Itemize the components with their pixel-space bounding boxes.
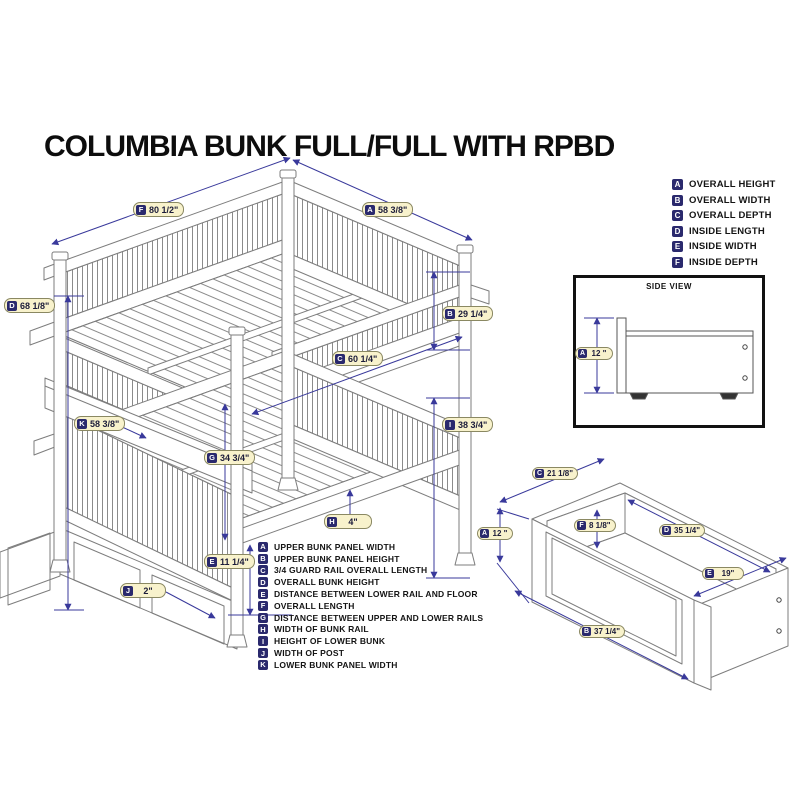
callout-drawer-overall-depth: C 21 1/8" xyxy=(532,467,579,480)
lower-headboard-panel xyxy=(44,377,253,604)
callout-badge: E xyxy=(705,569,714,578)
side-view-box xyxy=(573,275,765,428)
callout-badge: D xyxy=(662,526,671,535)
callout-lower-panel-width: K 58 3/8" xyxy=(74,416,126,431)
callout-badge: H xyxy=(327,516,337,527)
callout-badge: E xyxy=(207,556,217,567)
callout-drawer-overall-width: B 37 1/4" xyxy=(579,625,626,638)
callout-drawer-inside-width: E 19" xyxy=(702,567,744,580)
callout-badge: J xyxy=(123,585,133,596)
callout-bunk-rail-width: H 4" xyxy=(324,514,372,529)
callout-badge: C xyxy=(535,469,544,478)
callout-badge: K xyxy=(77,418,87,429)
callout-drawer-inside-length: D 35 1/4" xyxy=(659,524,706,537)
side-view-title: SIDE VIEW xyxy=(646,282,692,291)
callout-badge: C xyxy=(335,353,345,364)
callout-badge: D xyxy=(7,300,17,311)
callout-badge: A xyxy=(578,349,587,358)
callout-sideview-height: A 12 " xyxy=(575,347,613,360)
callout-badge: G xyxy=(207,452,217,463)
callout-badge: B xyxy=(445,308,455,319)
callout-lower-bunk-height: I 38 3/4" xyxy=(442,417,494,432)
callout-badge: F xyxy=(136,204,146,215)
callout-rail-distance: G 34 3/4" xyxy=(204,450,256,465)
callout-badge: A xyxy=(480,529,489,538)
callout-badge: F xyxy=(577,521,586,530)
callout-rail-to-floor: E 11 1/4" xyxy=(204,554,255,569)
callout-drawer-overall-height: A 12 " xyxy=(477,527,513,540)
side-view-drawing xyxy=(616,317,754,400)
callout-drawer-inside-depth: F 8 1/8" xyxy=(574,519,616,532)
callout-guard-rail-length: C 60 1/4" xyxy=(332,351,384,366)
callout-overall-length: F 80 1/2" xyxy=(133,202,185,217)
callout-badge: A xyxy=(365,204,375,215)
callout-badge: B xyxy=(582,627,591,636)
drawer-drawing xyxy=(531,482,789,691)
callout-badge: I xyxy=(445,419,455,430)
callout-upper-panel-height: B 29 1/4" xyxy=(442,306,494,321)
callout-upper-panel-width: A 58 3/8" xyxy=(362,202,414,217)
callout-overall-bunk-height: D 68 1/8" xyxy=(4,298,56,313)
callout-post-width: J 2" xyxy=(120,583,166,598)
